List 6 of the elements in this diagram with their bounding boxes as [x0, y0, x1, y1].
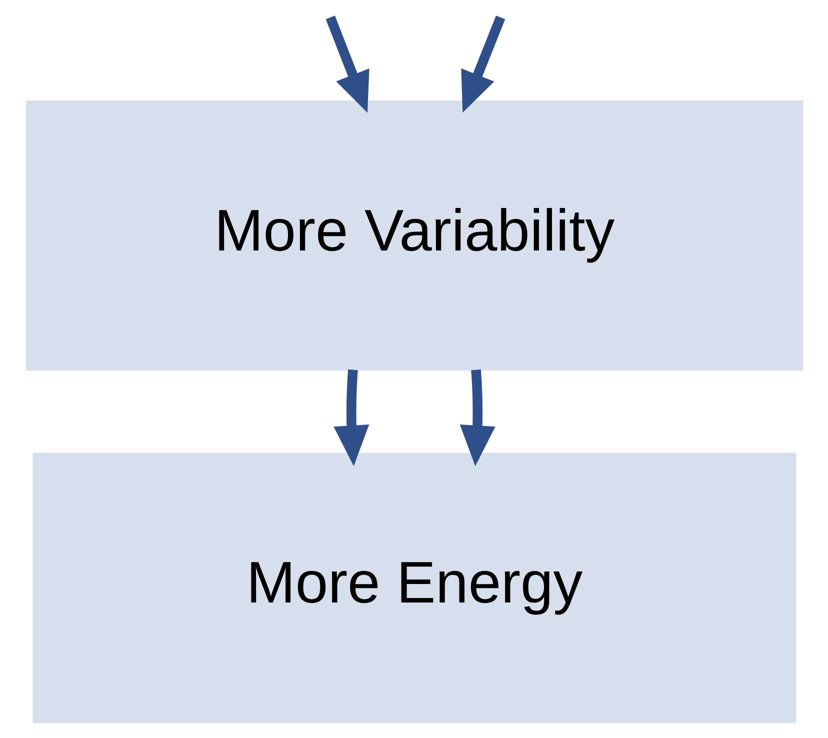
arrow — [325, 16, 369, 113]
node-box: More Variability — [25, 100, 803, 371]
node-box: More Energy — [32, 452, 796, 724]
arrow — [333, 369, 369, 466]
arrow — [460, 16, 505, 113]
arrow — [459, 369, 495, 466]
